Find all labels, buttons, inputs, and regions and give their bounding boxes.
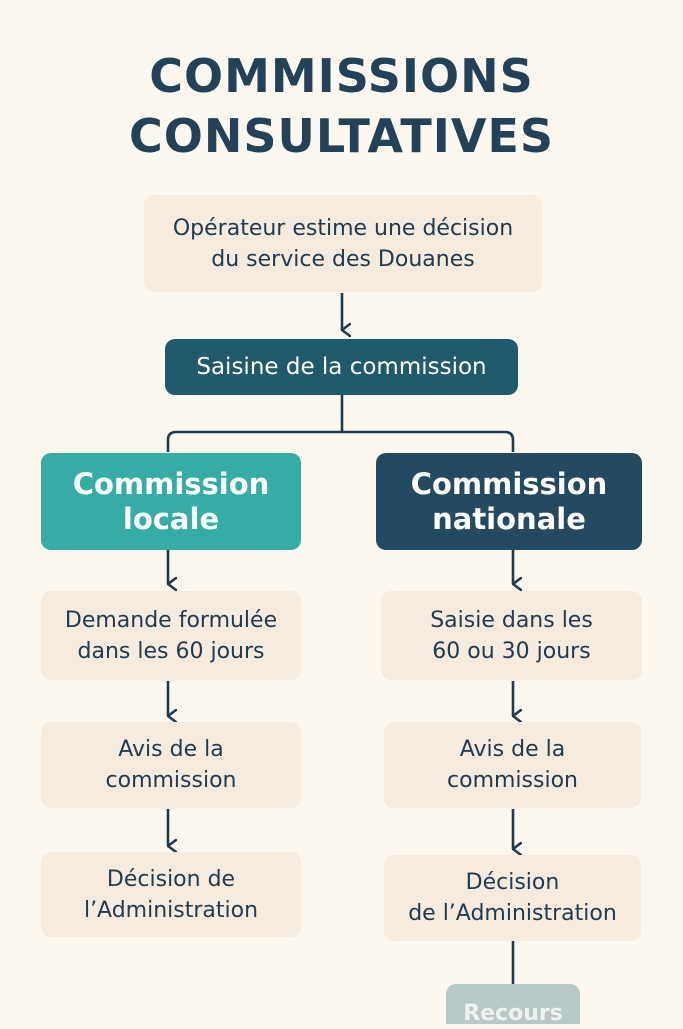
nationale-step-1-line-2: 60 ou 30 jours: [432, 638, 591, 664]
locale-step-demande: Demande formulée dans les 60 jours: [41, 591, 301, 680]
saisine-label: Saisine de la commission: [196, 353, 487, 380]
operateur-line-2: du service des Douanes: [211, 246, 475, 272]
operateur-line-1: Opérateur estime une décision: [172, 215, 514, 241]
locale-line-1: Commission: [72, 466, 270, 501]
locale-step-3-line-2: l’Administration: [83, 897, 259, 923]
nationale-line-2: nationale: [432, 501, 586, 536]
locale-step-avis: Avis de la commission: [41, 722, 301, 808]
nationale-step-3-line-1: Décision: [465, 870, 560, 895]
saisine-box: Saisine de la commission: [165, 339, 518, 395]
nationale-step-3-line-2: de l’Administration: [408, 901, 617, 926]
line-branch: [166, 430, 515, 452]
locale-step-2-line-2: commission: [105, 768, 237, 793]
locale-step-1-line-1: Demande formulée: [64, 607, 278, 633]
nationale-step-2-line-1: Avis de la: [459, 737, 566, 762]
commission-nationale-box: Commission nationale: [376, 453, 642, 550]
recours-label: Recours: [463, 1001, 563, 1026]
diagram-title: COMMISSIONS CONSULTATIVES: [0, 46, 683, 166]
nationale-step-saisie: Saisie dans les 60 ou 30 jours: [381, 591, 642, 680]
nationale-step-1-line-1: Saisie dans les: [430, 607, 593, 633]
locale-step-1-line-2: dans les 60 jours: [77, 638, 265, 664]
recours-box: Recours: [446, 984, 580, 1026]
locale-step-decision: Décision de l’Administration: [41, 852, 301, 937]
title-line-1: COMMISSIONS: [149, 49, 534, 103]
locale-line-2: locale: [122, 501, 220, 536]
locale-step-3-line-1: Décision de: [106, 866, 236, 892]
nationale-line-1: Commission: [410, 466, 608, 501]
nationale-step-avis: Avis de la commission: [384, 722, 641, 808]
nationale-step-2-line-2: commission: [447, 768, 578, 793]
locale-step-2-line-1: Avis de la: [118, 737, 224, 762]
operateur-box: Opérateur estime une décision du service…: [144, 195, 542, 292]
commission-locale-box: Commission locale: [41, 453, 301, 550]
title-line-2: CONSULTATIVES: [128, 109, 555, 163]
nationale-step-decision: Décision de l’Administration: [384, 855, 641, 941]
